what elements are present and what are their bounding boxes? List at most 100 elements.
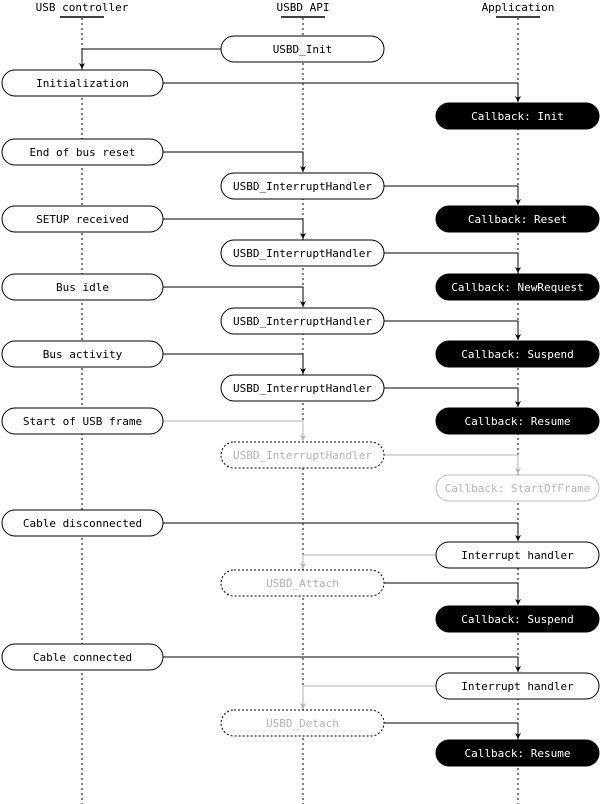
node-n12[interactable]: Bus activity — [1, 340, 164, 368]
node-shape-n18 — [435, 474, 600, 502]
node-n07[interactable]: Callback: Reset — [435, 205, 600, 233]
node-label-n10: Callback: NewRequest — [451, 281, 583, 294]
lane-header-usb-controller: USB controller — [36, 1, 129, 18]
node-shape-n02 — [1, 69, 164, 97]
lane-header-application: Application — [482, 1, 555, 18]
node-n05[interactable]: USBD_InterruptHandler — [220, 172, 385, 200]
node-label-n11: USBD_InterruptHandler — [233, 315, 372, 328]
node-shape-n07 — [435, 205, 600, 233]
node-shape-n17 — [220, 441, 385, 469]
lane-title-usbd-api: USBD API — [277, 1, 330, 14]
node-n21[interactable]: USBD_Attach — [220, 569, 385, 597]
node-shape-n09 — [1, 273, 164, 301]
node-shape-n03 — [435, 102, 600, 130]
flow-f01 — [79, 48, 221, 69]
node-label-n14: USBD_InterruptHandler — [233, 382, 372, 395]
lane-header-usbd-api: USBD API — [277, 1, 330, 18]
node-n14[interactable]: USBD_InterruptHandler — [220, 374, 385, 402]
node-label-n17: USBD_InterruptHandler — [233, 449, 372, 462]
flow-f08 — [384, 320, 521, 340]
node-shape-n23 — [1, 643, 164, 671]
node-label-n21: USBD_Attach — [266, 577, 339, 590]
flow-f10 — [384, 387, 521, 407]
node-label-n16: Callback: Resume — [465, 415, 571, 428]
node-label-n18: Callback: StartOfFrame — [445, 482, 591, 495]
node-n19[interactable]: Cable disconnected — [1, 509, 164, 537]
node-label-n06: SETUP received — [36, 213, 129, 226]
flow-f17 — [300, 685, 436, 709]
node-n04[interactable]: End of bus reset — [1, 138, 164, 166]
flow-f03 — [163, 151, 306, 172]
node-label-n19: Cable disconnected — [23, 517, 142, 530]
node-shape-n20 — [435, 541, 600, 569]
node-n24[interactable]: Interrupt handler — [435, 672, 600, 700]
node-n06[interactable]: SETUP received — [1, 205, 164, 233]
node-label-n12: Bus activity — [43, 348, 123, 361]
node-n13[interactable]: Callback: Suspend — [435, 340, 600, 368]
node-n20[interactable]: Interrupt handler — [435, 541, 600, 569]
flow-f14 — [300, 554, 436, 569]
flow-f12 — [384, 454, 521, 474]
node-n25[interactable]: USBD_Detach — [220, 709, 385, 737]
node-n01[interactable]: USBD_Init — [220, 35, 385, 63]
node-shape-n12 — [1, 340, 164, 368]
flow-f18 — [384, 722, 521, 739]
lane-title-usb-controller: USB controller — [36, 1, 129, 14]
flow-f11 — [163, 420, 306, 441]
node-n23[interactable]: Cable connected — [1, 643, 164, 671]
flow-f02 — [163, 82, 521, 102]
node-n02[interactable]: Initialization — [1, 69, 164, 97]
node-shape-n13 — [435, 340, 600, 368]
node-label-n25: USBD_Detach — [266, 717, 339, 730]
node-shape-n25 — [220, 709, 385, 737]
node-n09[interactable]: Bus idle — [1, 273, 164, 301]
node-n17[interactable]: USBD_InterruptHandler — [220, 441, 385, 469]
node-n15[interactable]: Start of USB frame — [1, 407, 164, 435]
node-n18[interactable]: Callback: StartOfFrame — [435, 474, 600, 502]
flow-arrows-layer — [79, 48, 521, 739]
flow-f15 — [384, 582, 521, 605]
node-label-n05: USBD_InterruptHandler — [233, 180, 372, 193]
lane-title-application: Application — [482, 1, 555, 14]
node-label-n13: Callback: Suspend — [461, 348, 574, 361]
node-shape-n19 — [1, 509, 164, 537]
node-shape-n08 — [220, 239, 385, 267]
node-shape-n04 — [1, 138, 164, 166]
flow-f16 — [163, 656, 521, 672]
node-label-n26: Callback: Resume — [465, 747, 571, 760]
node-n10[interactable]: Callback: NewRequest — [435, 273, 600, 301]
node-n16[interactable]: Callback: Resume — [435, 407, 600, 435]
node-label-n03: Callback: Init — [471, 110, 564, 123]
node-n26[interactable]: Callback: Resume — [435, 739, 600, 767]
flow-f05 — [163, 218, 306, 239]
flow-f13 — [163, 522, 521, 541]
node-label-n22: Callback: Suspend — [461, 613, 574, 626]
node-n03[interactable]: Callback: Init — [435, 102, 600, 130]
node-shape-n22 — [435, 605, 600, 633]
node-shape-n26 — [435, 739, 600, 767]
node-n08[interactable]: USBD_InterruptHandler — [220, 239, 385, 267]
node-label-n20: Interrupt handler — [461, 549, 574, 562]
node-label-n02: Initialization — [36, 77, 129, 90]
node-shape-n01 — [220, 35, 385, 63]
node-shape-n15 — [1, 407, 164, 435]
flow-f09 — [163, 353, 306, 374]
node-shape-n16 — [435, 407, 600, 435]
node-label-n07: Callback: Reset — [468, 213, 567, 226]
node-n11[interactable]: USBD_InterruptHandler — [220, 307, 385, 335]
node-label-n04: End of bus reset — [30, 146, 136, 159]
flow-f04 — [384, 185, 521, 205]
node-shape-n14 — [220, 374, 385, 402]
node-label-n24: Interrupt handler — [461, 680, 574, 693]
node-label-n23: Cable connected — [33, 651, 132, 664]
flow-f06 — [384, 252, 521, 273]
node-shape-n06 — [1, 205, 164, 233]
node-n22[interactable]: Callback: Suspend — [435, 605, 600, 633]
node-shape-n11 — [220, 307, 385, 335]
node-shape-n10 — [435, 273, 600, 301]
node-shape-n21 — [220, 569, 385, 597]
node-shape-n05 — [220, 172, 385, 200]
